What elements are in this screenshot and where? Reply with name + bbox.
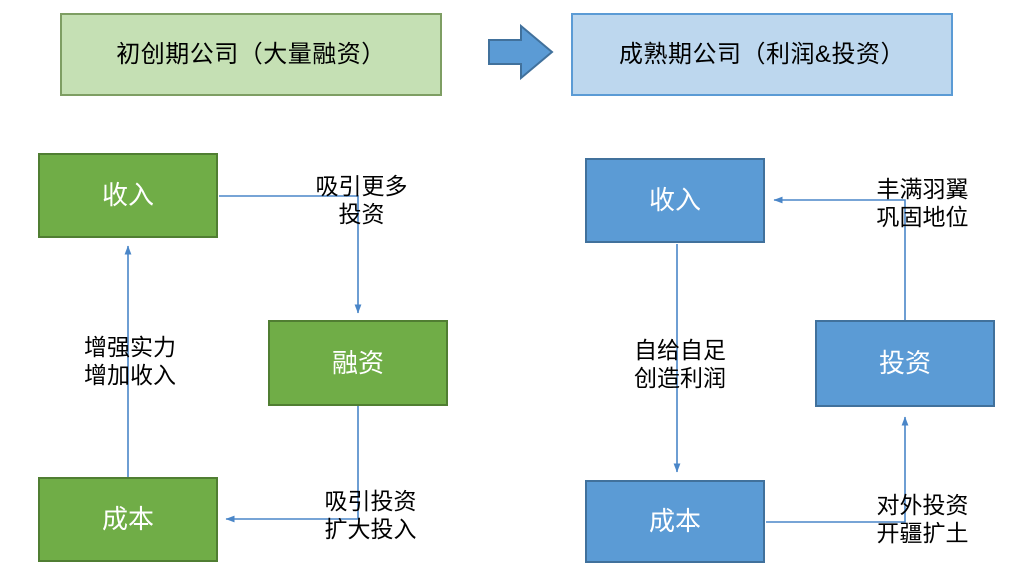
node-left-financing-label: 融资: [331, 347, 384, 378]
node-left-financing[interactable]: 融资: [268, 320, 448, 406]
caption-cost-to-investment: 对外投资 开疆扩土: [845, 488, 1000, 550]
caption-investment-to-revenue-text: 丰满羽翼 巩固地位: [876, 175, 969, 230]
caption-revenue-to-cost-text: 自给自足 创造利润: [634, 336, 726, 391]
caption-cost-to-revenue: 增强实力 增加收入: [55, 330, 205, 392]
node-left-cost-label: 成本: [101, 504, 154, 535]
node-left-revenue[interactable]: 收入: [38, 153, 218, 238]
caption-investment-to-revenue: 丰满羽翼 巩固地位: [845, 172, 1000, 234]
node-right-cost-label: 成本: [648, 506, 701, 537]
node-right-revenue[interactable]: 收入: [585, 158, 765, 243]
caption-revenue-to-financing-text: 吸引更多 投资: [315, 172, 408, 227]
caption-cost-to-revenue-text: 增强实力 增加收入: [84, 333, 176, 388]
header-mature-phase-label: 成熟期公司（利润&投资）: [618, 40, 905, 68]
node-right-cost[interactable]: 成本: [585, 480, 765, 563]
node-left-cost[interactable]: 成本: [38, 477, 218, 562]
node-left-revenue-label: 收入: [101, 180, 154, 211]
node-right-investment-label: 投资: [878, 348, 931, 379]
header-startup-phase-label: 初创期公司（大量融资）: [116, 40, 386, 68]
caption-revenue-to-cost: 自给自足 创造利润: [605, 333, 755, 395]
right-block-arrow-icon: [488, 23, 554, 81]
node-right-investment[interactable]: 投资: [815, 320, 995, 407]
header-mature-phase: 成熟期公司（利润&投资）: [571, 13, 953, 96]
caption-revenue-to-financing: 吸引更多 投资: [289, 169, 434, 231]
caption-cost-to-investment-text: 对外投资 开疆扩土: [876, 491, 969, 546]
header-startup-phase: 初创期公司（大量融资）: [60, 13, 442, 96]
node-right-revenue-label: 收入: [648, 185, 701, 216]
caption-financing-to-cost-text: 吸引投资 扩大投入: [324, 487, 417, 542]
caption-financing-to-cost: 吸引投资 扩大投入: [293, 484, 448, 546]
